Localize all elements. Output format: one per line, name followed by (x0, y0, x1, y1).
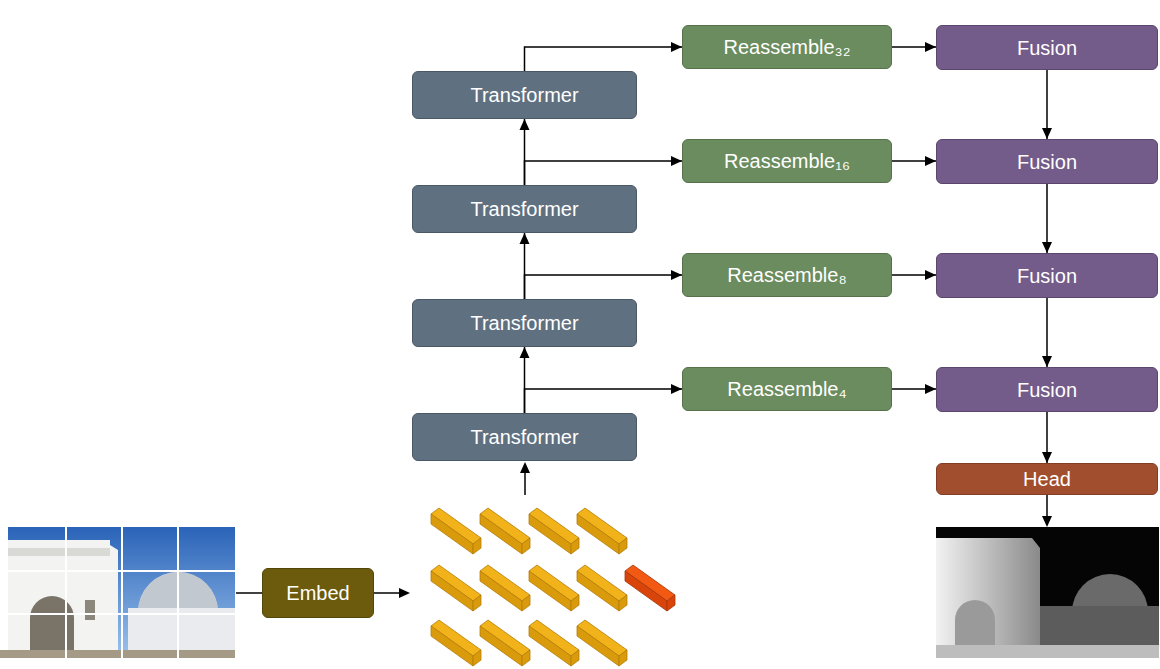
block-label: Fusion (1017, 379, 1077, 401)
block-label: Fusion (1017, 37, 1077, 59)
block-label: Embed (286, 582, 349, 604)
token-bar (577, 508, 627, 554)
token-bar (431, 620, 481, 666)
fusion-block: Fusion (936, 25, 1158, 70)
token-bar (431, 565, 481, 611)
token-bar (480, 620, 530, 666)
block-label: Reassemble₄ (727, 378, 846, 400)
reassemble-block: Reassemble₃₂ (682, 25, 892, 69)
reassemble-block: Reassemble₈ (682, 253, 892, 297)
block-label: Reassemble₁₆ (724, 150, 850, 172)
fusion-block: Fusion (936, 139, 1158, 184)
reassemble-block: Reassemble₄ (682, 367, 892, 411)
block-label: Fusion (1017, 265, 1077, 287)
token-bar (529, 620, 579, 666)
block-label: Head (1023, 468, 1071, 490)
transformer-block: Transformer (412, 413, 637, 461)
transformer-block: Transformer (412, 299, 637, 347)
connector-arrow (1042, 184, 1052, 253)
input-photo (0, 527, 235, 658)
head-block: Head (936, 463, 1158, 495)
token-bar (577, 565, 627, 611)
connector-arrow (892, 156, 936, 166)
fusion-block: Fusion (936, 367, 1158, 412)
connector-arrow (892, 42, 936, 52)
fusion-block: Fusion (936, 253, 1158, 298)
connector-arrow (892, 270, 936, 280)
connector-arrow (525, 156, 683, 185)
token-bar (480, 508, 530, 554)
block-label: Reassemble₈ (727, 264, 846, 286)
embed-block: Embed (262, 568, 374, 618)
block-label: Fusion (1017, 151, 1077, 173)
transformer-block: Transformer (412, 185, 637, 233)
token-bar (480, 565, 530, 611)
token-bar (529, 565, 579, 611)
token-bar (431, 508, 481, 554)
connector-arrow (1042, 70, 1052, 139)
block-label: Transformer (470, 426, 578, 448)
token-bar (625, 565, 675, 611)
reassemble-block: Reassemble₁₆ (682, 139, 892, 183)
transformer-block: Transformer (412, 71, 637, 119)
connector-arrow (525, 42, 683, 71)
connector-arrow (892, 384, 936, 394)
depth-map (936, 527, 1159, 658)
block-label: Transformer (470, 312, 578, 334)
token-embeddings (431, 508, 675, 666)
connector-arrow (525, 270, 683, 299)
connector-arrow (1042, 298, 1052, 367)
block-label: Transformer (470, 198, 578, 220)
token-bar (529, 508, 579, 554)
connector-arrow (1042, 412, 1052, 463)
block-label: Transformer (470, 84, 578, 106)
block-label: Reassemble₃₂ (723, 36, 850, 58)
token-bar (577, 620, 627, 666)
connector-arrow (525, 384, 683, 413)
